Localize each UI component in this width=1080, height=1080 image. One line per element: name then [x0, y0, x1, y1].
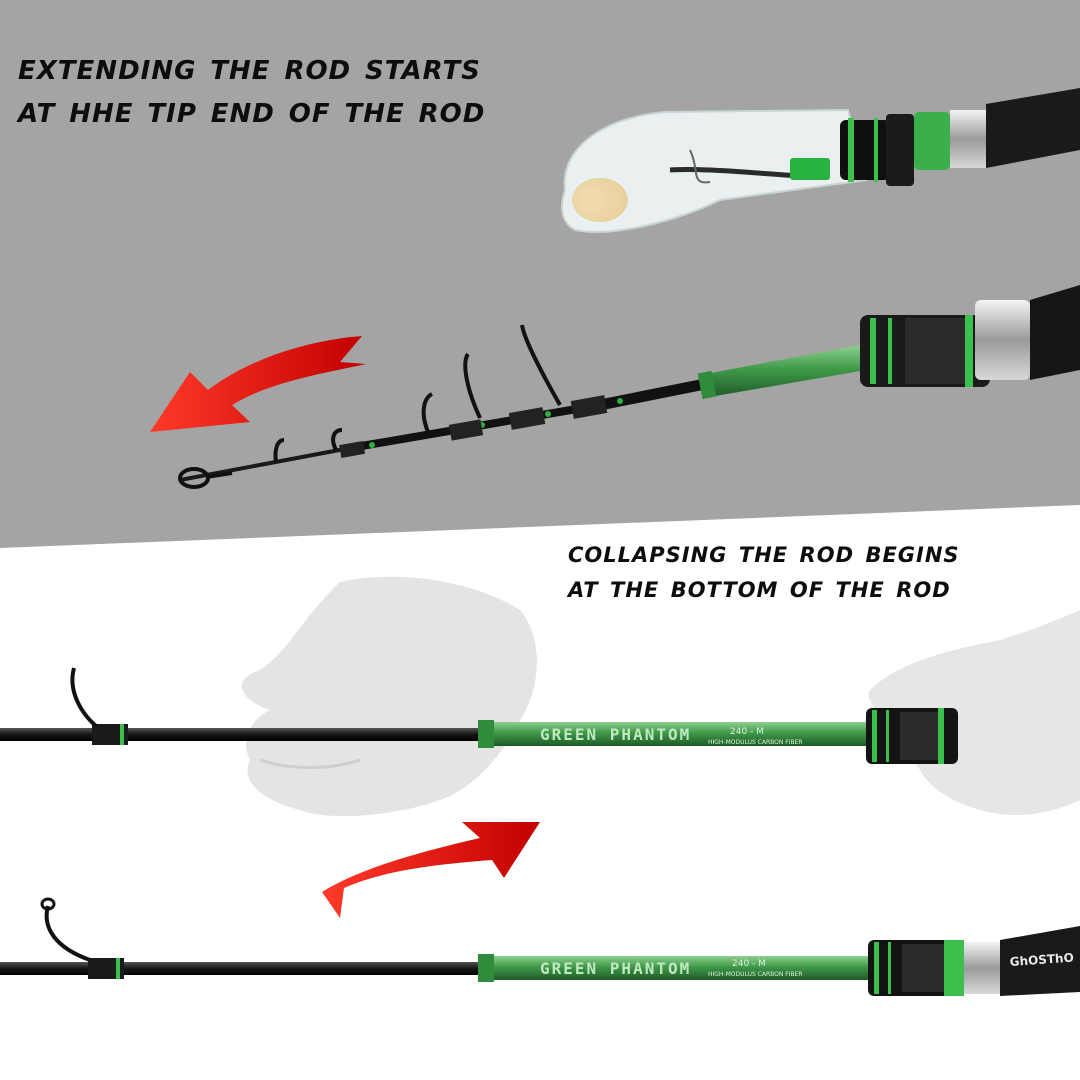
- caption-collapse: Collapsing the rod begins at the bottom …: [568, 535, 960, 605]
- rod-spec-lower: 240 - M: [732, 959, 766, 969]
- rod-spec-upper: 240 - M: [730, 727, 764, 737]
- caption-extend-line1: Extending the rod starts: [18, 45, 481, 88]
- rod-material-lower: HIGH-MODULUS CARBON FIBER: [708, 971, 803, 978]
- collapsed-rod-upper: [0, 667, 958, 764]
- rod-brand-lower: GhOSThO: [1009, 951, 1074, 969]
- rod-material-upper: HIGH-MODULUS CARBON FIBER: [708, 739, 803, 746]
- caption-extend: Extending the rod starts at hhe tip end …: [18, 45, 486, 131]
- rod-name-upper: GREEN PHANTOM: [540, 725, 691, 744]
- extended-rod: [179, 285, 1080, 482]
- caption-collapse-line2: at the bottom of the rod: [568, 569, 951, 605]
- collapsed-rod-lower: [0, 897, 1080, 996]
- arrow-extend-icon: [150, 336, 366, 432]
- rod-guides-top: [178, 324, 562, 489]
- hand-left: [241, 576, 537, 817]
- caption-extend-line2: at hhe tip end of the rod: [18, 87, 486, 131]
- tip-cap: [561, 88, 1080, 233]
- arrow-collapse-icon: [322, 822, 540, 918]
- rod-name-lower: GREEN PHANTOM: [540, 959, 691, 978]
- caption-collapse-line1: Collapsing the rod begins: [568, 535, 960, 570]
